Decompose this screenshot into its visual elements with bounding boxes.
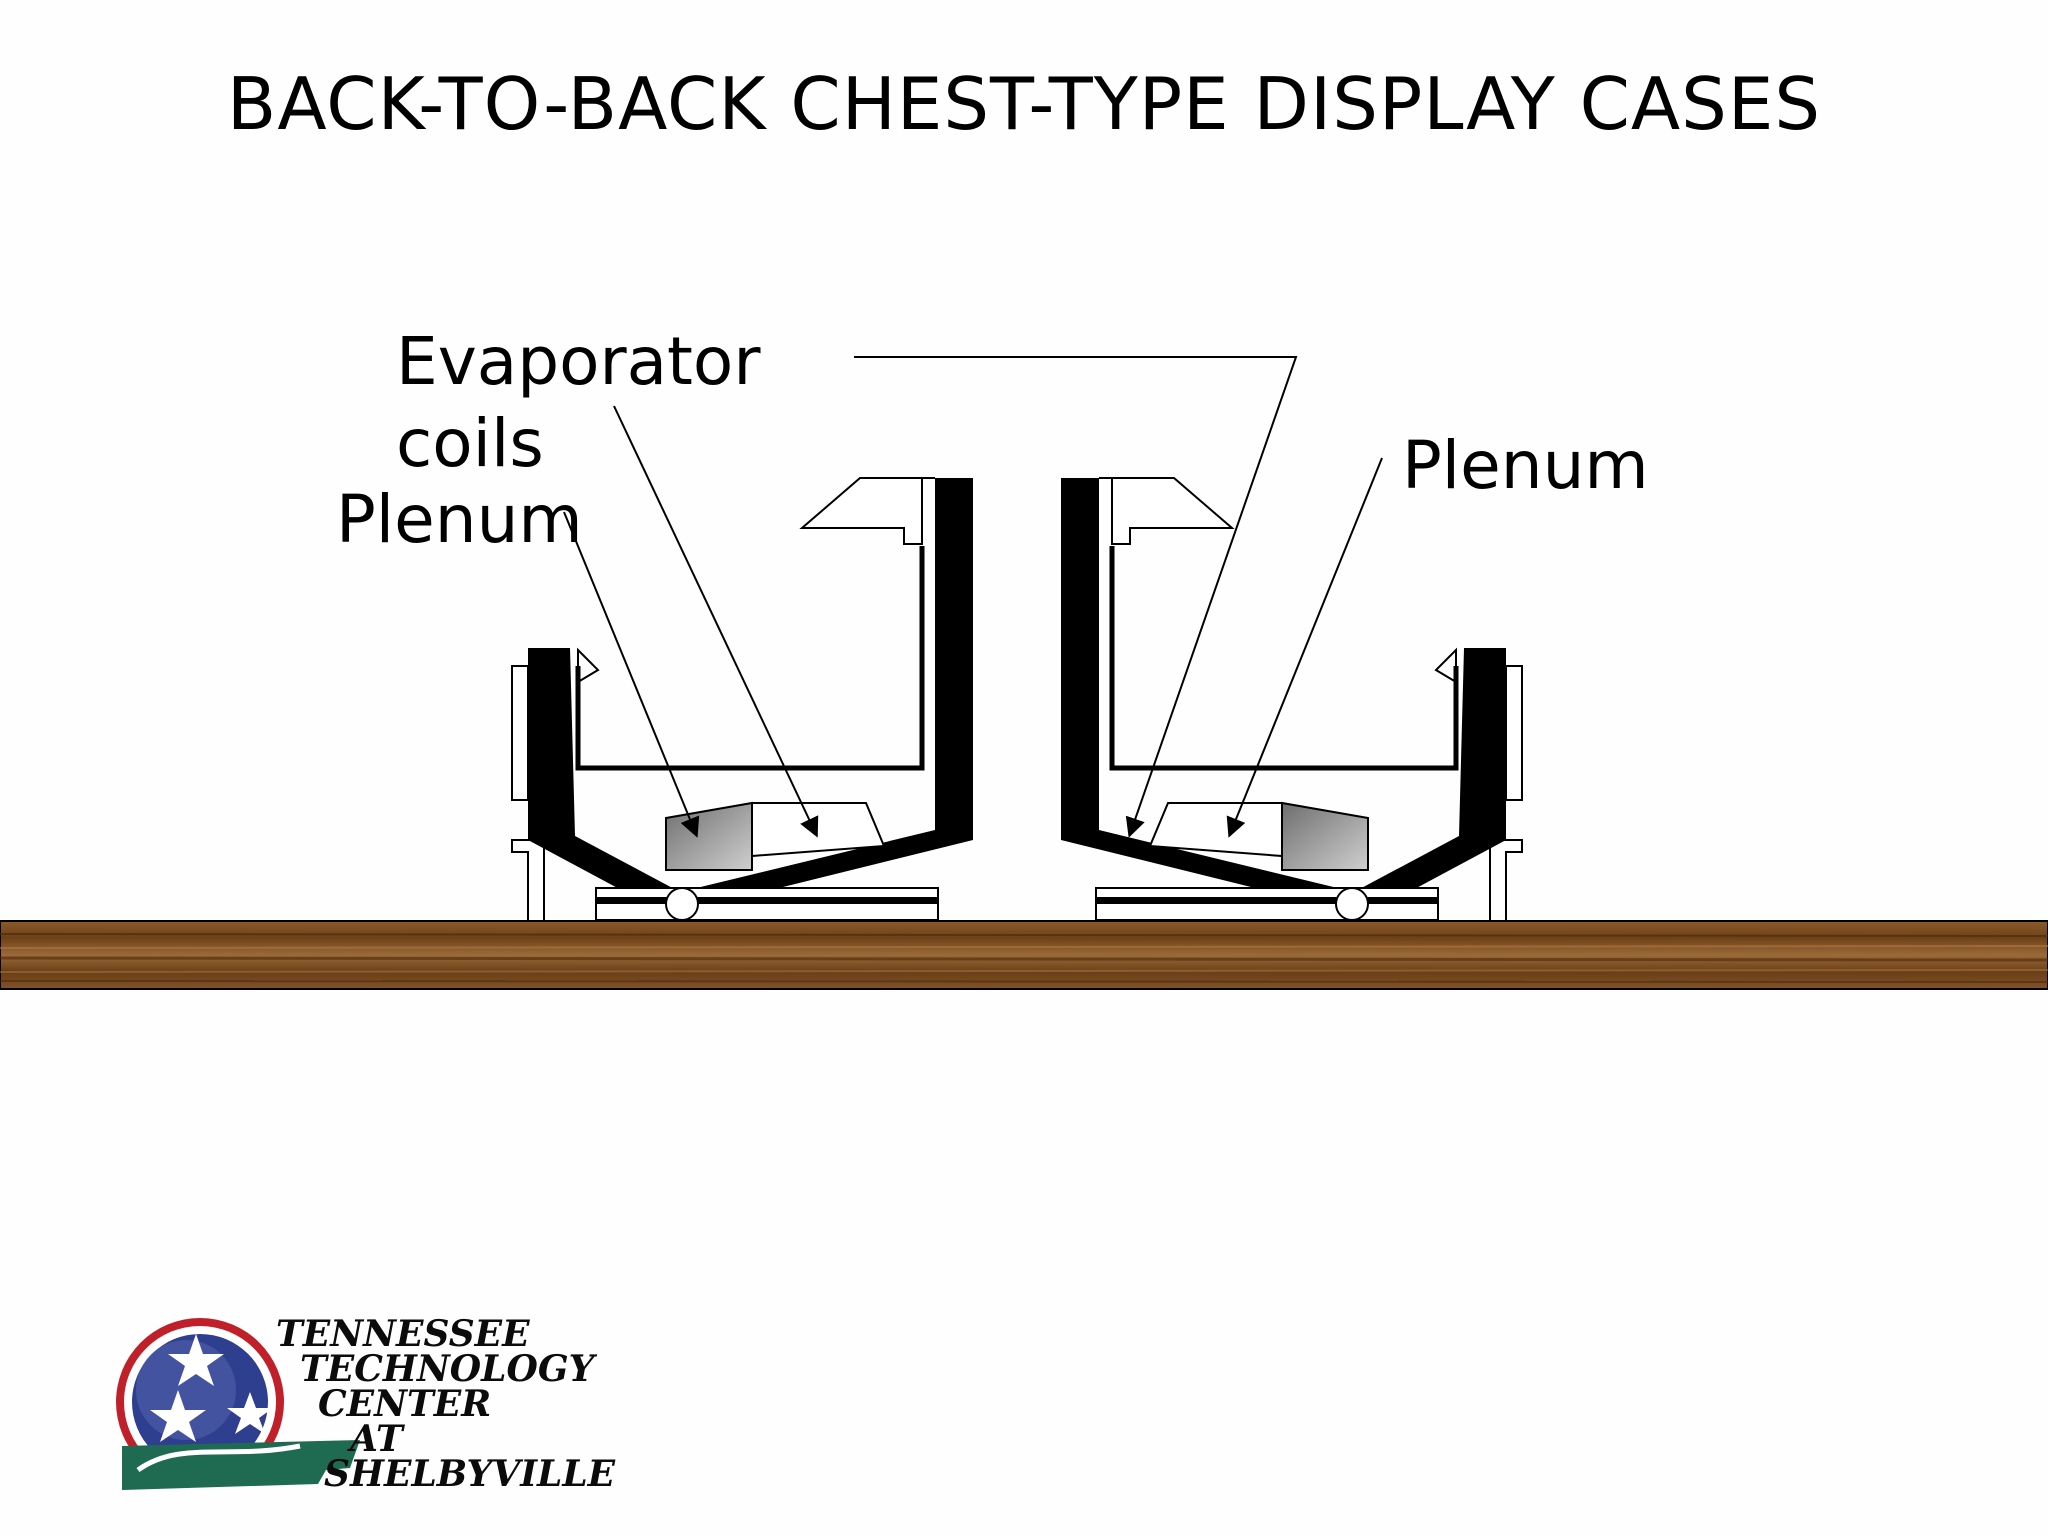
logo-text-line1: TENNESSEE [276, 1313, 530, 1355]
tennessee-logo-emblem [116, 1318, 360, 1490]
leader-lines [563, 356, 1383, 838]
right-display-case [1061, 477, 1523, 922]
logo-star-icon [227, 1392, 273, 1434]
logo-star-icon [168, 1334, 224, 1386]
evaporator-leader-left [613, 405, 819, 838]
evaporator-coils-label: Evaporator [396, 323, 761, 400]
plenum-label-left: Plenum [336, 481, 583, 558]
plenum-label-right: Plenum [1402, 427, 1649, 504]
right-plenum [1281, 801, 1369, 871]
plenum-leader-left [563, 511, 700, 838]
left-plenum [665, 801, 753, 871]
plenum-leader-right [1226, 457, 1383, 838]
left-display-case [511, 477, 973, 922]
page-title: BACK-TO-BACK CHEST-TYPE DISPLAY CASES [226, 62, 1822, 146]
logo-text-line5: SHELBYVILLE [324, 1453, 616, 1495]
logo-star-icon [150, 1390, 206, 1442]
right-evaporator-coil [1148, 802, 1283, 858]
left-evaporator-coil [751, 802, 886, 858]
logo-text-line3: CENTER [318, 1383, 492, 1425]
logo-text-line4: AT [350, 1418, 403, 1460]
evaporator-leader-right [854, 356, 1298, 838]
evaporator-coils-label-line2: coils [396, 405, 544, 482]
logo-text-line2: TECHNOLOGY [300, 1348, 595, 1390]
floor [0, 920, 2048, 990]
